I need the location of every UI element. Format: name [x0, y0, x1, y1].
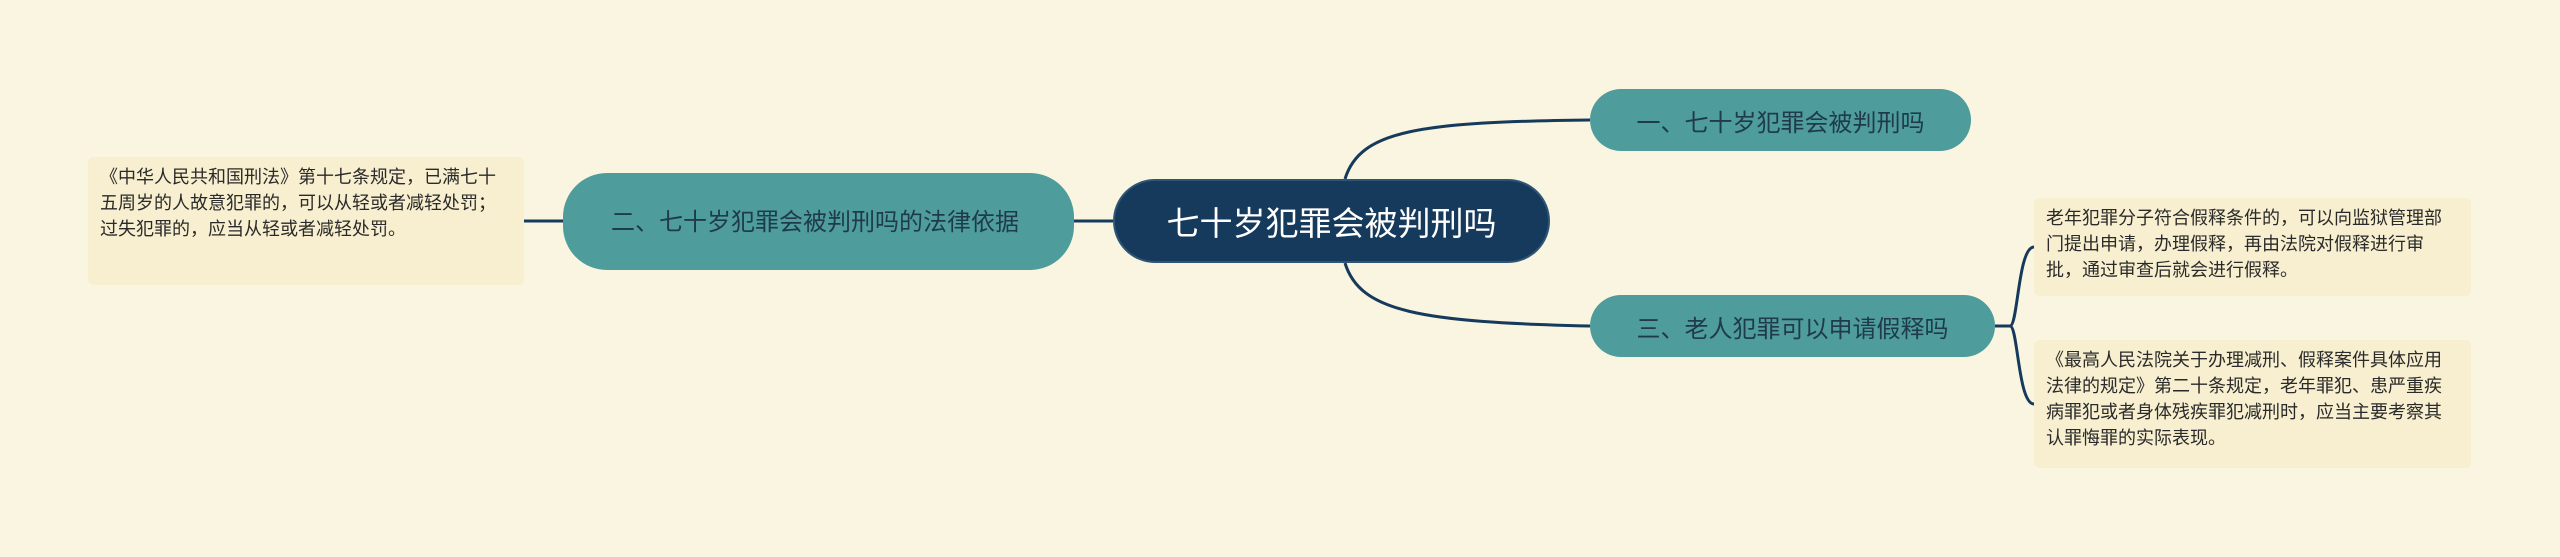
note-parole-application[interactable]: 老年犯罪分子符合假释条件的，可以向监狱管理部门提出申请，办理假释，再由法院对假释… — [2034, 198, 2471, 296]
note-parole-regulation[interactable]: 《最高人民法院关于办理减刑、假释案件具体应用法律的规定》第二十条规定，老年罪犯、… — [2034, 340, 2471, 468]
root-topic[interactable]: 七十岁犯罪会被判刑吗 — [1113, 179, 1550, 263]
note-parole-application-text: 老年犯罪分子符合假释条件的，可以向监狱管理部门提出申请，办理假释，再由法院对假释… — [2046, 208, 2442, 281]
branch-topic-2-label: 二、七十岁犯罪会被判刑吗的法律依据 — [611, 207, 1019, 236]
note-legal-basis[interactable]: 《中华人民共和国刑法》第十七条规定，已满七十五周岁的人故意犯罪的，可以从轻或者减… — [88, 157, 524, 285]
branch-topic-2[interactable]: 二、七十岁犯罪会被判刑吗的法律依据 — [563, 173, 1074, 270]
branch-topic-3[interactable]: 三、老人犯罪可以申请假释吗 — [1590, 295, 1995, 357]
note-legal-basis-text: 《中华人民共和国刑法》第十七条规定，已满七十五周岁的人故意犯罪的，可以从轻或者减… — [100, 167, 496, 240]
connector-root-to-branch-3 — [1343, 262, 1591, 328]
connector-branch-3-to-note-2 — [2008, 324, 2035, 406]
branch-topic-1-label: 一、七十岁犯罪会被判刑吗 — [1636, 108, 1925, 137]
note-parole-regulation-text: 《最高人民法院关于办理减刑、假释案件具体应用法律的规定》第二十条规定，老年罪犯、… — [2046, 350, 2442, 449]
branch-topic-1[interactable]: 一、七十岁犯罪会被判刑吗 — [1590, 89, 1971, 151]
connector-root-to-branch-1 — [1343, 118, 1591, 180]
connector-branch-3-to-note-1 — [2008, 245, 2035, 328]
root-topic-label: 七十岁犯罪会被判刑吗 — [1166, 204, 1497, 243]
branch-topic-3-label: 三、老人犯罪可以申请假释吗 — [1636, 314, 1949, 343]
